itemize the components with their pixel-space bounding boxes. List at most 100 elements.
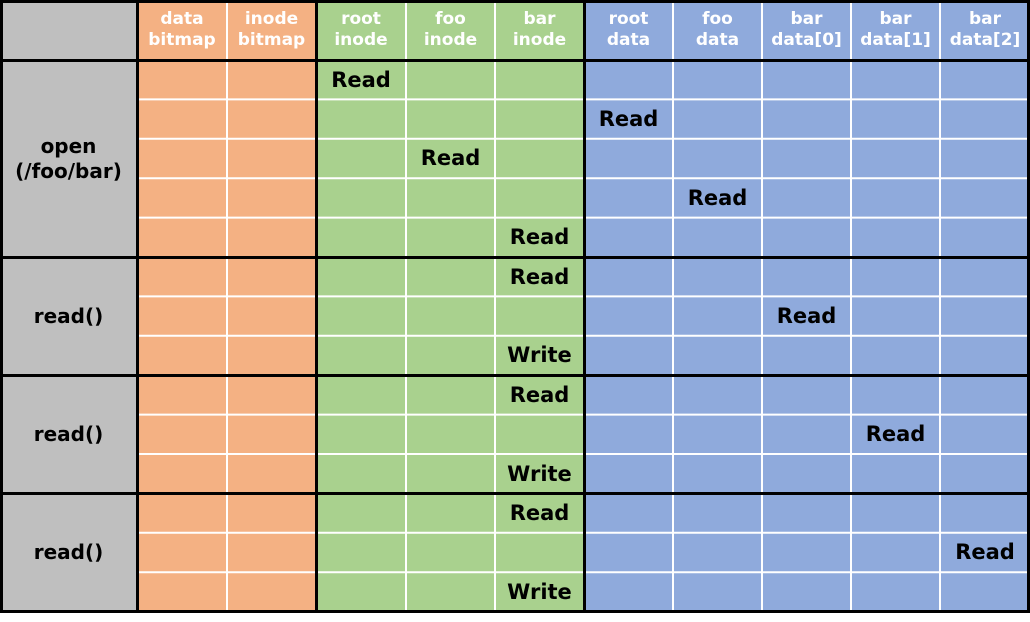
table-cell (673, 454, 762, 494)
operation-label: read() (0, 257, 137, 376)
frame-group-divider (0, 491, 1030, 495)
table-cell (495, 178, 584, 218)
column-header-line2: data[2] (949, 30, 1021, 50)
access-action: Read (495, 375, 584, 415)
column-header-line1: bar (968, 9, 1002, 29)
access-action: Read (495, 217, 584, 257)
column-header-line1: bar (790, 9, 823, 29)
table-cell (495, 138, 584, 179)
table-cell (137, 138, 227, 179)
table-cell (495, 99, 584, 139)
table-cell (137, 532, 227, 573)
table-cell (762, 60, 851, 100)
column-header-line2: data (695, 30, 740, 50)
table-cell (227, 217, 316, 257)
table-cell (762, 493, 851, 533)
column-header-line1: bar (879, 9, 912, 29)
column-header-line2: data (606, 30, 651, 50)
access-action-label: Read (420, 146, 481, 171)
frame-group-divider (0, 255, 1030, 259)
table-cell (851, 217, 940, 257)
table-cell (673, 532, 762, 573)
table-cell (762, 99, 851, 139)
frame-top (0, 0, 1030, 3)
access-action-label: Write (507, 579, 572, 604)
table-cell (940, 454, 1030, 494)
table-cell (940, 99, 1030, 139)
table-cell (851, 257, 940, 297)
operation-label-line2: (/foo/bar) (15, 158, 122, 183)
table-cell (316, 335, 406, 376)
table-cell (851, 454, 940, 494)
table-cell (227, 296, 316, 336)
table-cell (316, 178, 406, 218)
table-cell (762, 375, 851, 415)
table-cell (406, 335, 495, 376)
access-action-label: Read (776, 304, 837, 329)
frame-divider-label (135, 0, 139, 612)
access-action-label: Read (865, 422, 926, 447)
column-header-line2: bitmap (148, 30, 216, 50)
table-cell (940, 257, 1030, 297)
operation-label: open(/foo/bar) (0, 60, 137, 257)
table-cell (316, 99, 406, 139)
frame-group-divider (0, 610, 1030, 614)
table-cell (940, 178, 1030, 218)
table-cell (584, 217, 673, 257)
table-cell (673, 257, 762, 297)
table-cell (406, 60, 495, 100)
frame-divider-blue (582, 0, 586, 612)
access-action-label: Read (509, 382, 570, 407)
table-cell (406, 296, 495, 336)
operation-label: read() (0, 375, 137, 494)
access-action: Read (316, 60, 406, 100)
access-action: Write (495, 572, 584, 612)
table-cell (851, 60, 940, 100)
table-cell (316, 493, 406, 533)
table-cell (584, 296, 673, 336)
column-header-line2: data[1] (860, 30, 931, 50)
access-action-label: Write (507, 461, 572, 486)
operation-label-line1: open (40, 133, 97, 158)
table-cell (316, 138, 406, 179)
table-cell (673, 493, 762, 533)
table-cell (940, 572, 1030, 612)
table-cell (227, 532, 316, 573)
table-cell (137, 454, 227, 494)
table-cell (673, 414, 762, 454)
table-cell (227, 375, 316, 415)
table-cell (940, 217, 1030, 257)
access-action: Write (495, 454, 584, 494)
table-cell (137, 60, 227, 100)
table-cell (137, 217, 227, 257)
table-cell (406, 375, 495, 415)
table-cell (673, 138, 762, 179)
header-corner (0, 0, 137, 60)
table-cell (316, 217, 406, 257)
table-cell (495, 414, 584, 454)
column-header-line2: bitmap (237, 30, 306, 50)
table-cell (227, 257, 316, 297)
table-cell (851, 572, 940, 612)
table-cell (673, 375, 762, 415)
column-header-line1: data (160, 9, 204, 29)
table-cell (762, 257, 851, 297)
table-cell (406, 532, 495, 573)
table-cell (762, 217, 851, 257)
table-cell (406, 414, 495, 454)
table-cell (227, 454, 316, 494)
column-header-line1: foo (435, 9, 466, 29)
operation-label-line1: read() (33, 421, 104, 446)
table-cell (227, 178, 316, 218)
table-cell (584, 414, 673, 454)
table-cell (762, 532, 851, 573)
table-cell (940, 296, 1030, 336)
table-cell (495, 296, 584, 336)
table-cell (673, 60, 762, 100)
operation-label-line1: read() (33, 539, 104, 564)
